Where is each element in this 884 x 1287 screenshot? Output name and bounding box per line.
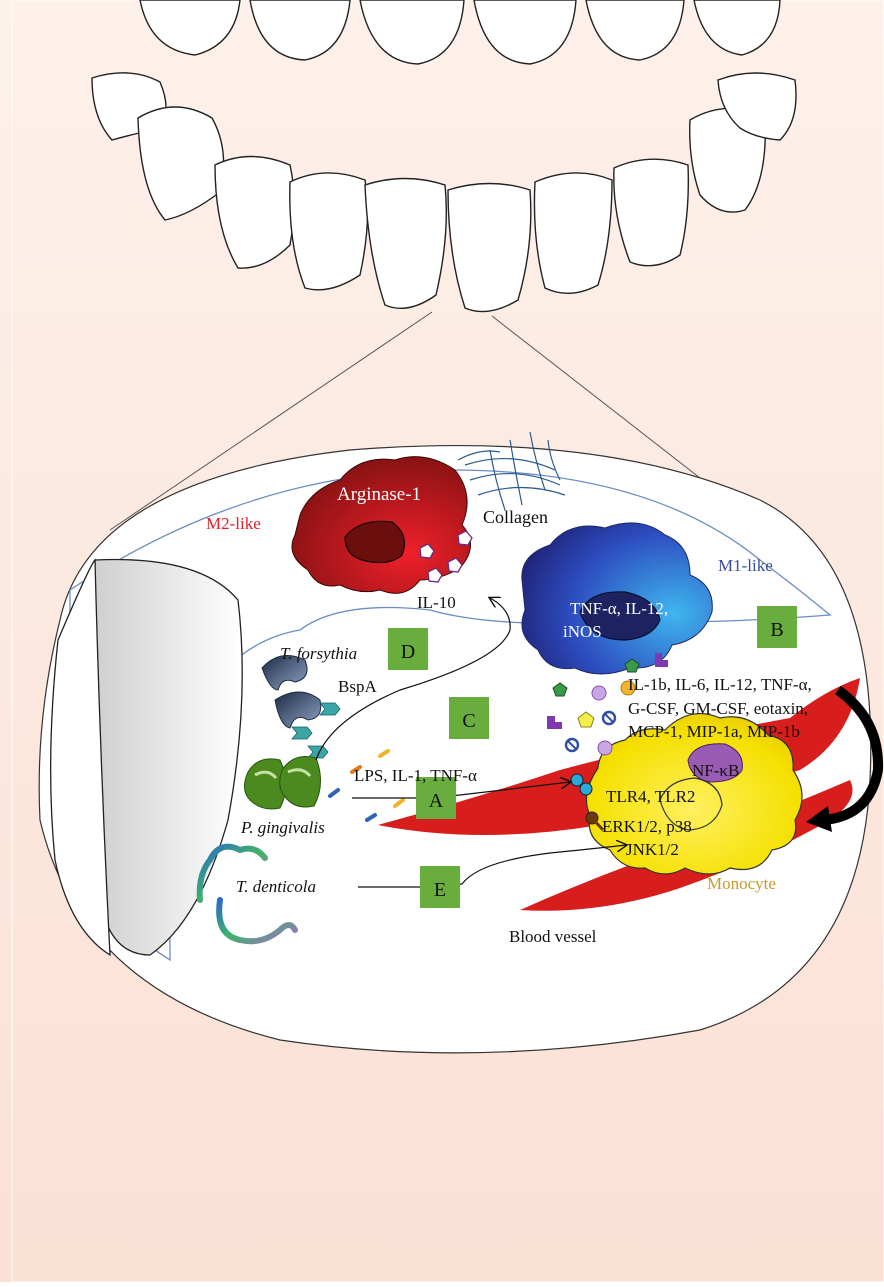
cytokines-line1: IL-1b, IL-6, IL-12, TNF-α, [628,675,812,694]
nfkb-label: NF-κB [692,761,739,780]
il10-label: IL-10 [417,593,456,612]
p-gingivalis-label: P. gingivalis [240,818,325,837]
box-c-label: C [462,710,475,732]
lps-label: LPS, IL-1, TNF-α [354,766,477,785]
blood-vessel-label: Blood vessel [509,927,597,946]
arginase-label: Arginase-1 [337,484,421,505]
tlr-label: TLR4, TLR2 [606,787,695,806]
box-b-label: B [770,619,783,641]
box-d: D [388,628,428,670]
m1-marker-line2: iNOS [563,622,602,641]
m1-marker-line1: TNF-α, IL-12, [570,599,668,618]
m1-like-label: M1-like [718,556,773,575]
erk-label: ERK1/2, p38 [602,817,692,836]
monocyte-label: Monocyte [707,874,776,893]
box-d-label: D [401,641,415,663]
box-e-label: E [434,879,446,901]
cytokines-line2: G-CSF, GM-CSF, eotaxin, [628,699,808,718]
box-a-label: A [429,790,444,812]
bspa-label: BspA [338,677,377,696]
m2-like-label: M2-like [206,514,261,533]
collagen-label: Collagen [483,507,548,527]
cytokines-line3: MCP-1, MIP-1a, MIP-1b [628,722,800,741]
jnk-label: JNK1/2 [626,840,679,859]
box-b: B [757,606,797,648]
t-denticola-label: T. denticola [236,877,316,896]
box-e: E [420,866,460,908]
box-c: C [449,697,489,739]
t-forsythia-label: T. forsythia [280,644,357,663]
